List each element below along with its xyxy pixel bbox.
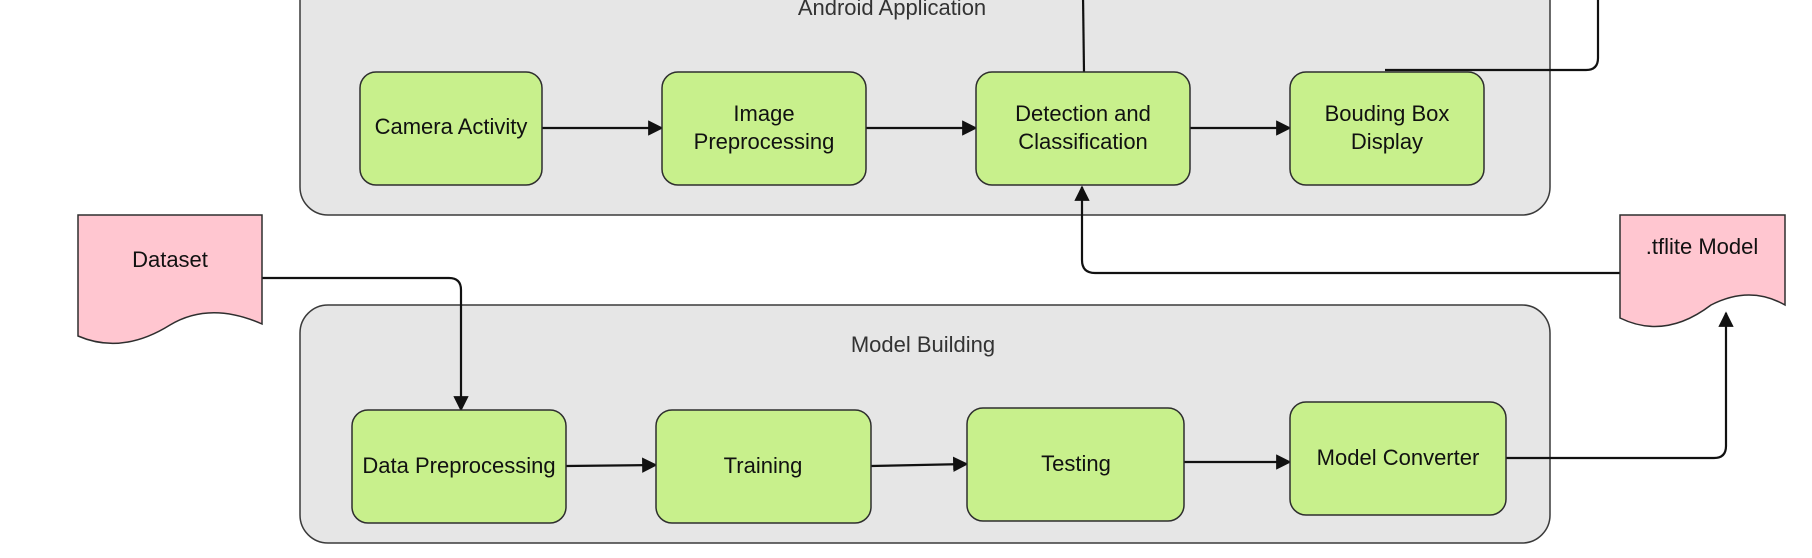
detection-classification-label-line2: Classification	[1018, 129, 1148, 154]
model-building-group: Model Building	[299, 304, 1551, 544]
detection-classification-label-line1: Detection and	[1015, 101, 1151, 126]
edge-top-to-bounding-box	[1385, 0, 1600, 72]
edge-dataset-to-data-preprocessing	[262, 276, 469, 412]
node-dataset: Dataset	[77, 214, 263, 345]
node-image-preprocessing: Image Preprocessing	[661, 71, 867, 186]
data-preprocessing-label: Data Preprocessing	[362, 453, 555, 478]
node-detection-classification: Detection and Classification	[975, 71, 1191, 186]
testing-label: Testing	[1041, 451, 1111, 476]
edge-training-to-testing	[870, 456, 969, 472]
edge-detection-to-top	[1081, 0, 1086, 73]
model-converter-label: Model Converter	[1317, 445, 1480, 470]
node-camera-activity: Camera Activity	[359, 71, 543, 186]
edge-model-converter-to-tflite	[1506, 311, 1734, 460]
training-label: Training	[724, 453, 803, 478]
node-training: Training	[655, 409, 872, 524]
node-bounding-box-display: Bouding Box Display	[1289, 71, 1485, 186]
android-application-label: Android Application	[798, 0, 986, 20]
bounding-box-display-label-line2: Display	[1351, 129, 1423, 154]
bounding-box-display-label-line1: Bouding Box	[1325, 101, 1450, 126]
edge-data-preprocessing-to-training	[565, 457, 658, 473]
edges	[262, 0, 1734, 473]
node-tflite-model: .tflite Model	[1619, 214, 1786, 328]
edge-tflite-to-detection	[1074, 185, 1620, 275]
node-data-preprocessing: Data Preprocessing	[351, 409, 567, 524]
image-preprocessing-label-line1: Image	[733, 101, 794, 126]
android-application-group: Android Application	[299, 0, 1551, 216]
image-preprocessing-label-line2: Preprocessing	[694, 129, 835, 154]
node-model-converter: Model Converter	[1289, 401, 1507, 516]
tflite-model-label: .tflite Model	[1646, 234, 1759, 259]
model-building-label: Model Building	[851, 332, 995, 357]
node-testing: Testing	[966, 407, 1185, 522]
camera-activity-label: Camera Activity	[375, 114, 528, 139]
dataset-label: Dataset	[132, 247, 208, 272]
